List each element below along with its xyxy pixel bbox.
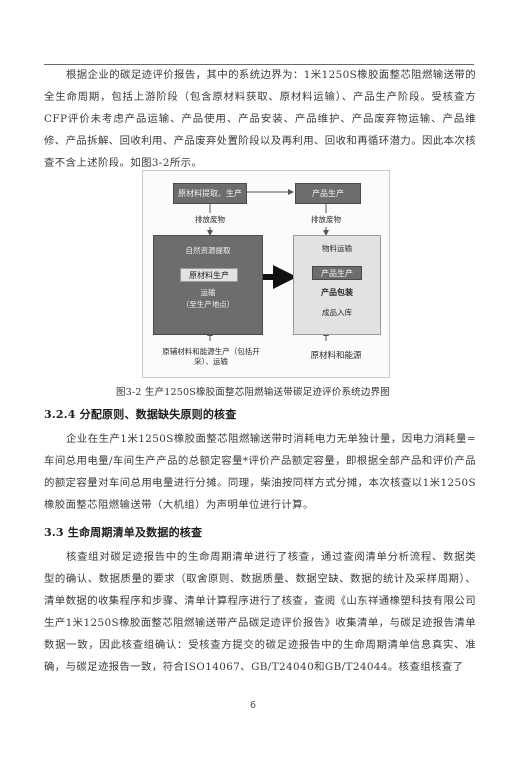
section-heading-inventory: 3.3 生命周期清单及数据的核查 [44,526,203,539]
upstream-item-2: 原材料生产 [180,268,238,282]
box-product-production: 产品生产 [295,183,361,204]
panel-production: 物料运输 产品生产 产品包装 成品入库 [293,235,381,335]
label-raw-materials-energy: 原材料和能源 [310,351,362,361]
page-number: 6 [249,700,257,711]
system-boundary-figure: 原材料提取、生产 产品生产 排放废物 排放废物 自然资源提取 原材料生产 运输 … [142,170,390,378]
panel-upstream: 自然资源提取 原材料生产 运输 （至生产地点） [153,235,263,335]
production-item-4: 成品入库 [322,308,352,317]
label-auxiliary-materials: 原辅材料和能源生产（包括开采）、运输 [162,347,260,366]
upstream-item-4: （至生产地点） [181,300,235,309]
label-emission-left: 排放废物 [195,215,225,224]
upstream-item-1: 自然资源提取 [185,246,231,255]
header-rule [44,64,474,65]
production-item-3: 产品包装 [321,288,353,297]
upstream-item-3: 运输 [200,288,216,297]
label-emission-right: 排放废物 [311,215,341,224]
production-item-2: 产品生产 [312,266,362,280]
section-heading-allocation: 3.2.4 分配原则、数据缺失原则的核查 [44,408,237,421]
paragraph-system-boundary: 根据企业的碳足迹评价报告，其中的系统边界为：1米1250S橡胶面整芯阻燃输送带的… [44,69,476,169]
paragraph-inventory: 核查组对碳足迹报告中的生命周期清单进行了核查，通过查阅清单分析流程、数据类型的确… [44,551,476,673]
figure-caption: 图3-2 生产1250S橡胶面整芯阻燃输送带碳足迹评价系统边界图 [116,387,390,398]
paragraph-allocation: 企业在生产1米1250S橡胶面整芯阻燃输送带时消耗电力无单独计量，因电力消耗量=… [44,433,476,511]
box-raw-material-extraction: 原材料提取、生产 [173,183,247,204]
production-item-1: 物料运输 [322,244,352,253]
